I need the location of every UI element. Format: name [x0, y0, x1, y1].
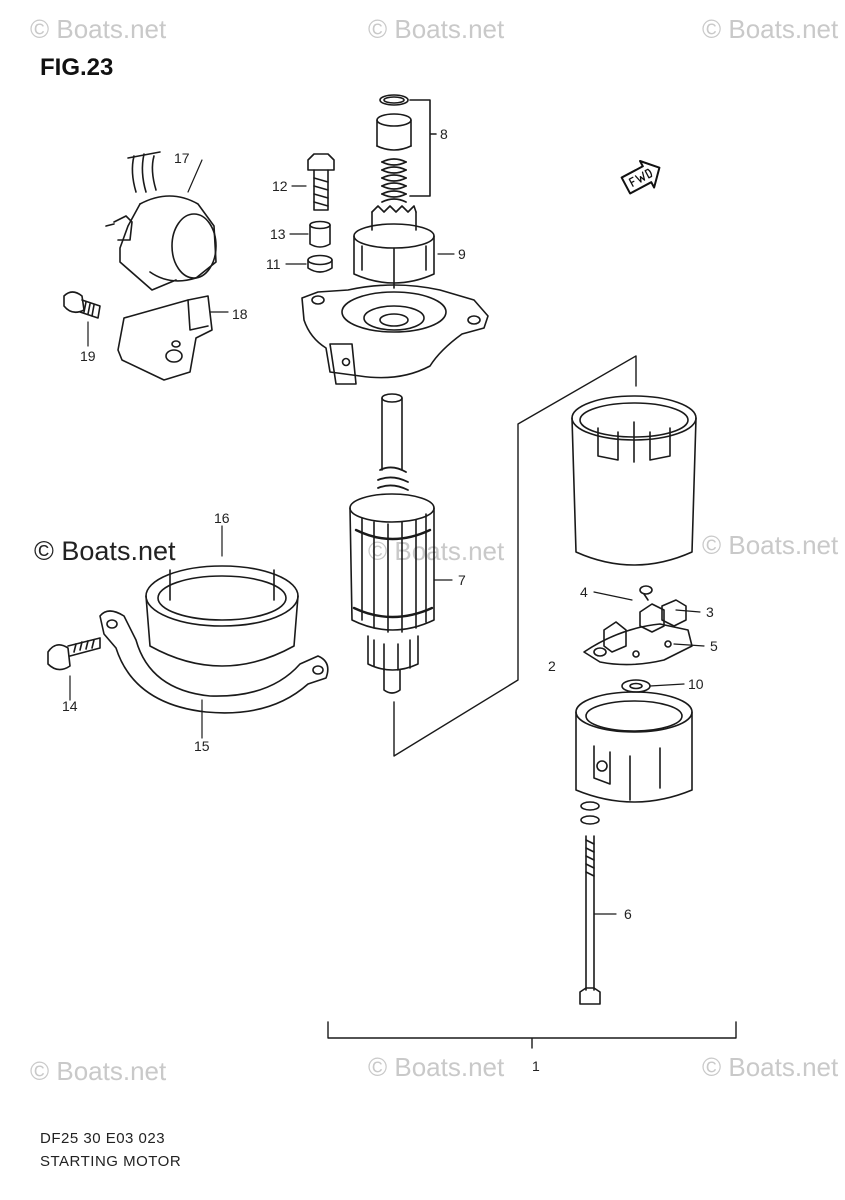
part-14-bolt [47, 637, 101, 671]
callout-16: 16 [214, 510, 230, 526]
figure-code: DF25 30 E03 023 [40, 1130, 166, 1147]
leader-lines [69, 159, 705, 915]
part-18-bracket [117, 295, 213, 381]
callout-18: 18 [232, 306, 248, 322]
part-8-spring-assembly [376, 94, 437, 203]
callout-8: 8 [440, 126, 448, 142]
callout-4: 4 [580, 584, 588, 600]
watermark: © Boats.net [368, 1052, 505, 1082]
fwd-arrow-icon [620, 160, 661, 195]
callout-15: 15 [194, 738, 210, 754]
callout-1: 1 [532, 1058, 540, 1074]
figure-caption: STARTING MOTOR [40, 1153, 182, 1170]
callout-2: 2 [548, 658, 556, 674]
callout-19: 19 [80, 348, 96, 364]
callout-9: 9 [458, 246, 466, 262]
watermark: © Boats.net [702, 530, 839, 560]
part-17-solenoid [105, 151, 217, 291]
callout-13: 13 [270, 226, 286, 242]
callout-3: 3 [706, 604, 714, 620]
part-12-bolt [307, 153, 335, 211]
watermark: © Boats.net [368, 14, 505, 44]
callout-12: 12 [272, 178, 288, 194]
part-16-sleeve [145, 565, 299, 667]
assembly-bracket-line [393, 355, 637, 757]
part-7-armature [349, 393, 435, 694]
watermark: © Boats.net [368, 536, 505, 566]
callout-17: 17 [174, 150, 190, 166]
part-15-strap [99, 610, 329, 714]
callout-11: 11 [266, 256, 281, 272]
part-13-collar [309, 220, 331, 248]
front-bracket-housing [301, 284, 489, 385]
part-19-screw [63, 291, 101, 319]
callout-14: 14 [62, 698, 78, 714]
part-9-pinion-drive [353, 205, 435, 289]
watermark: © Boats.net [702, 14, 839, 44]
watermark: © Boats.net [30, 14, 167, 44]
assembly-bracket-1 [327, 1021, 737, 1049]
part-11-bushing [307, 254, 333, 273]
watermark: © Boats.net [702, 1052, 839, 1082]
watermark: © Boats.net [34, 536, 176, 566]
part-6-through-bolt [579, 801, 601, 1005]
callout-7: 7 [458, 572, 466, 588]
figure-title: FIG.23 [40, 54, 114, 81]
callout-5: 5 [710, 638, 718, 654]
yoke-housing [571, 395, 697, 566]
rear-end-cap [575, 691, 693, 803]
watermark: © Boats.net [30, 1056, 167, 1086]
part-10-washer [621, 679, 651, 693]
brush-holder-assembly [583, 585, 693, 666]
callout-6: 6 [624, 906, 632, 922]
callout-10: 10 [688, 676, 704, 692]
